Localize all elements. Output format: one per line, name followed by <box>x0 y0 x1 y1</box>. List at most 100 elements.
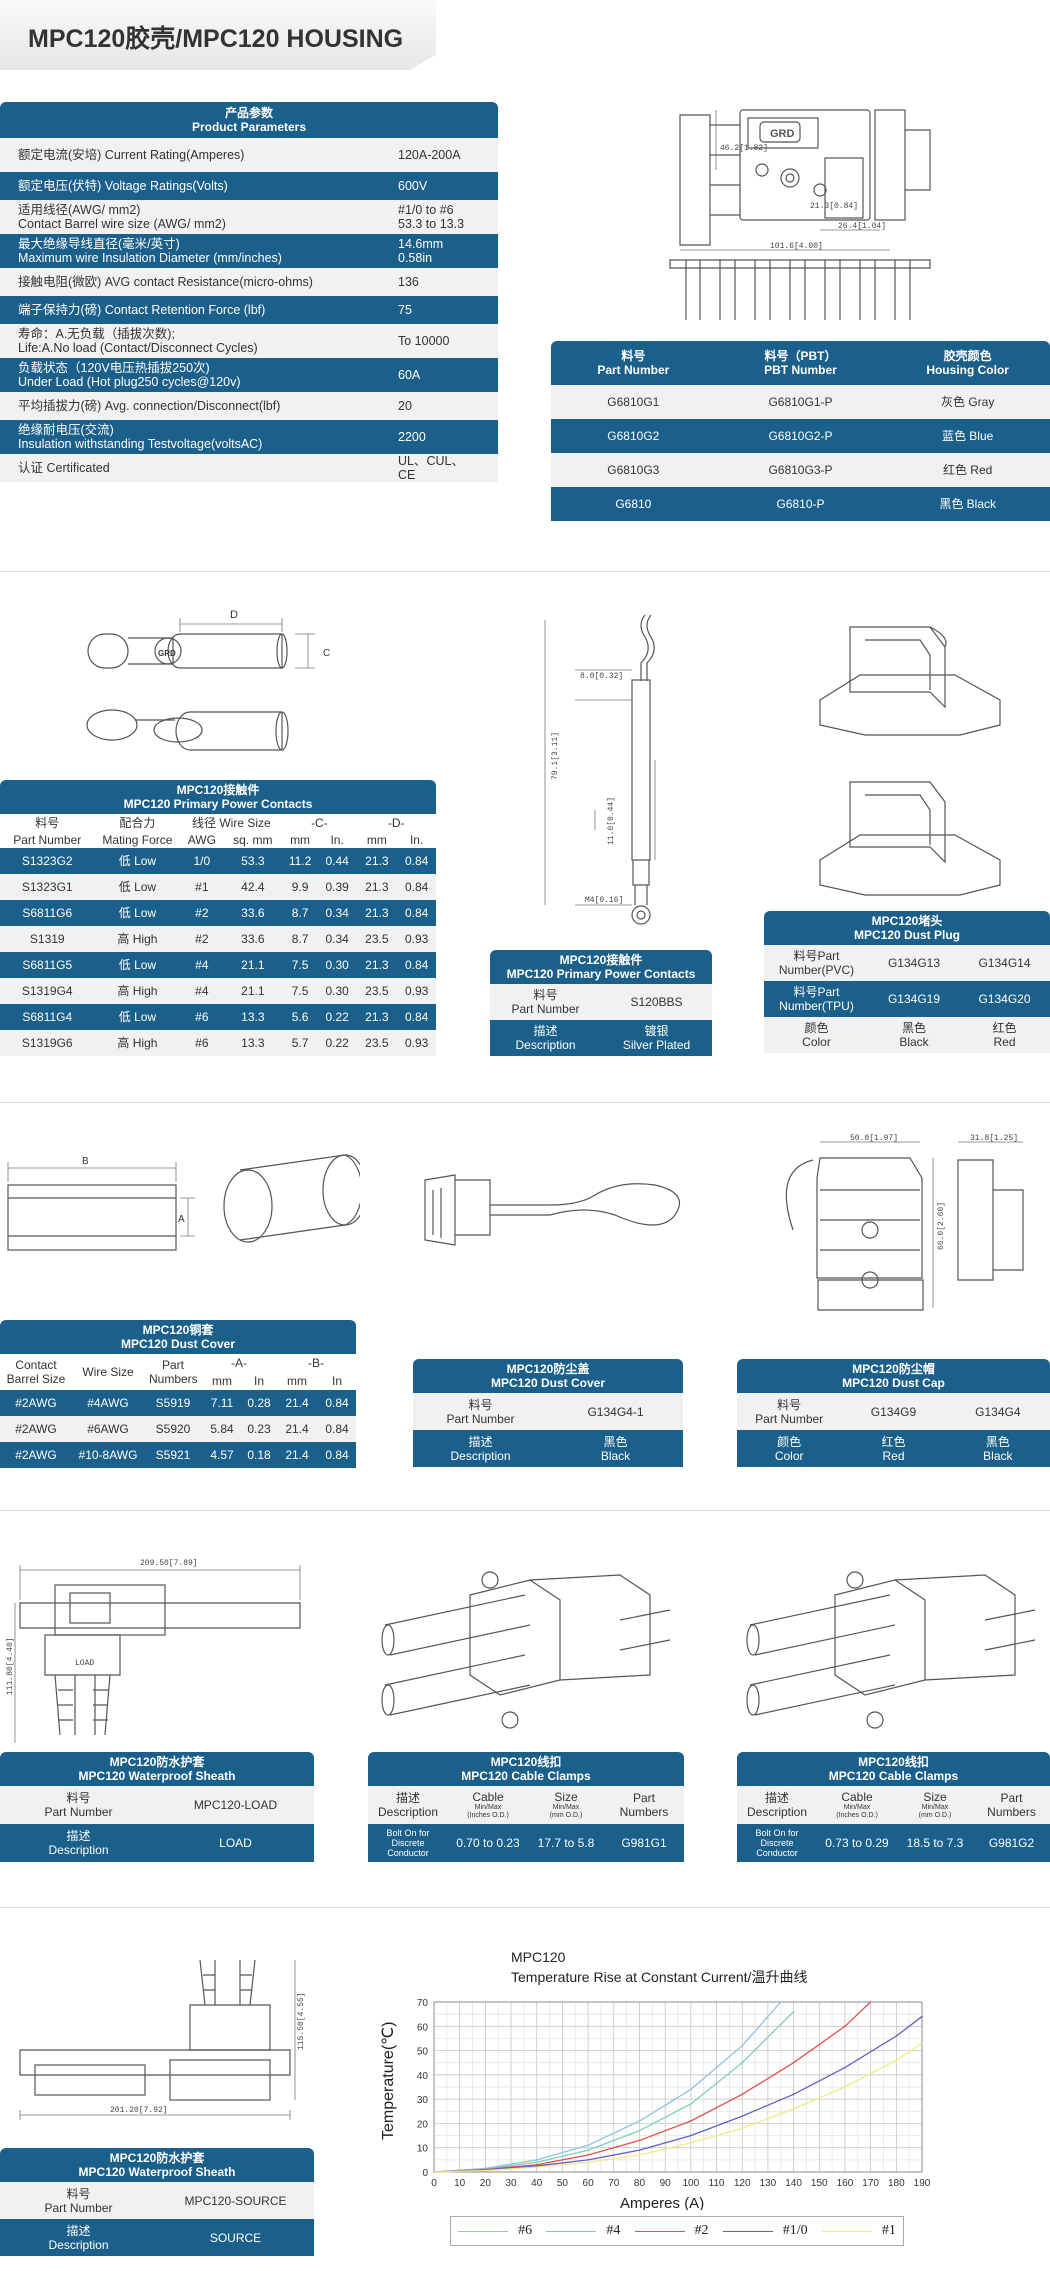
table-cell: 镀银 Silver Plated <box>601 1020 712 1056</box>
data-point <box>895 2035 898 2037</box>
dustcap-header: MPC120防尘帽 MPC120 Dust Cap <box>737 1359 1050 1393</box>
table-cell: SOURCE <box>157 2219 314 2256</box>
table-cell: 7.5 <box>282 952 318 978</box>
table-cell: 0.39 <box>317 874 357 900</box>
waterproof-sheath-source: MPC120防水护套 MPC120 Waterproof Sheath 料号 P… <box>0 2148 314 2256</box>
table-cell: 低 Low <box>94 900 181 926</box>
svg-text:201.20[7.92]: 201.20[7.92] <box>110 2106 168 2115</box>
legend-swatch <box>634 2230 685 2232</box>
table-cell: 21.3 <box>356 848 398 874</box>
table-row: 最大绝缘导线直径(毫米/英寸) Maximum wire Insulation … <box>0 234 498 268</box>
table-row: 寿命：A.无负载（插拔次数); Life:A.No load (Contact/… <box>0 324 498 358</box>
param-value: 600V <box>390 172 498 200</box>
data-point <box>587 2144 589 2147</box>
x-tick-label: 40 <box>531 2178 543 2189</box>
contact2-drawing: 8.0[0.32] 79.1[3.11] 11.0[0.44] M4[0.16] <box>544 614 656 925</box>
table-cell: #4 <box>180 952 224 978</box>
table-cell: 8.7 <box>282 900 318 926</box>
param-label: 负载状态（120V电压热插拔250次) Under Load (Hot plug… <box>0 358 390 392</box>
table-cell: 料号 Part Number <box>490 984 601 1020</box>
table-cell: 17.7 to 5.8 <box>528 1824 604 1862</box>
x-tick-label: 180 <box>888 2178 905 2189</box>
table-cell: #6 <box>180 1030 224 1056</box>
table-cell: 0.34 <box>317 926 357 952</box>
table-cell: G134G19 <box>869 981 959 1017</box>
table-cell: 0.84 <box>397 874 436 900</box>
x-tick-label: 140 <box>785 2178 802 2189</box>
table-row: 接触电阻(微欧) AVG contact Resistance(micro-oh… <box>0 268 498 296</box>
table-cell: 21.1 <box>223 978 283 1004</box>
table-cell: 13.3 <box>223 1030 283 1056</box>
column-header: In <box>318 1372 356 1390</box>
table-cell: 0.44 <box>317 848 357 874</box>
table-cell: 料号 Part Number <box>0 1786 157 1824</box>
x-tick-label: 120 <box>734 2178 751 2189</box>
table-cell: #6 <box>180 1004 224 1030</box>
dust-plug-drawing <box>819 626 1001 896</box>
table-cell: G6810G3-P <box>715 453 886 487</box>
table-cell: MPC120-LOAD <box>157 1786 314 1824</box>
table-cell: 5.7 <box>282 1030 318 1056</box>
table-cell: #4 <box>180 978 224 1004</box>
table-cell: G134G4-1 <box>548 1393 683 1430</box>
table-cell: #2AWG <box>0 1390 72 1416</box>
column-header: -C- <box>282 814 357 831</box>
table-cell: G134G4 <box>945 1393 1050 1430</box>
table-cell: 低 Low <box>94 1004 181 1030</box>
y-tick-label: 40 <box>417 2071 429 2082</box>
svg-text:GRD: GRD <box>770 128 795 140</box>
table-cell: 1/0 <box>180 848 224 874</box>
x-axis-label: Amperes (A) <box>620 2195 704 2210</box>
table-cell: 42.4 <box>223 874 283 900</box>
sleeve-header: MPC120铜套 MPC120 Dust Cover <box>0 1320 356 1354</box>
table-cell: 红色 Red <box>841 1430 946 1467</box>
table-cell: G981G2 <box>973 1824 1050 1862</box>
table-cell: 8.7 <box>282 926 318 952</box>
param-value: #1/0 to #6 53.3 to 13.3 <box>390 200 498 234</box>
data-point <box>535 2166 538 2168</box>
legend-item: #6 <box>458 2223 532 2239</box>
section-divider <box>0 571 1050 572</box>
table-cell: 灰色 Gray <box>885 385 1050 419</box>
table-cell: 描述 Description <box>0 2219 157 2256</box>
table-cell: 料号 Part Number <box>413 1393 548 1430</box>
legend-swatch <box>821 2230 872 2232</box>
table-row: 额定电流(安培) Current Rating(Amperes)120A-200… <box>0 138 498 172</box>
x-tick-label: 110 <box>709 2178 725 2189</box>
primary-contacts-2: MPC120接触件 MPC120 Primary Power Contacts … <box>490 950 712 1056</box>
table-cell: 0.22 <box>317 1030 357 1056</box>
table-cell: 21.3 <box>356 1004 398 1030</box>
y-tick-label: 70 <box>417 1998 429 2009</box>
table-cell: 0.70 to 0.23 <box>448 1824 528 1862</box>
table-cell: 0.84 <box>318 1390 356 1416</box>
table-cell: #4AWG <box>72 1390 144 1416</box>
data-point <box>792 2010 795 2013</box>
x-tick-label: 170 <box>862 2178 879 2189</box>
table-cell: 0.30 <box>317 952 357 978</box>
series-line <box>433 2011 795 2173</box>
column-header: 描述 Description <box>368 1786 448 1824</box>
data-point <box>690 2134 692 2137</box>
param-label: 认证 Certificated <box>0 454 390 482</box>
table-cell: S1319 <box>0 926 95 952</box>
table-cell: S5919 <box>144 1390 202 1416</box>
table-cell: S6811G6 <box>0 900 95 926</box>
sleeve-drawing: B A <box>7 1154 360 1251</box>
table-cell: 23.5 <box>356 978 398 1004</box>
column-header: 配合力 <box>94 814 181 831</box>
